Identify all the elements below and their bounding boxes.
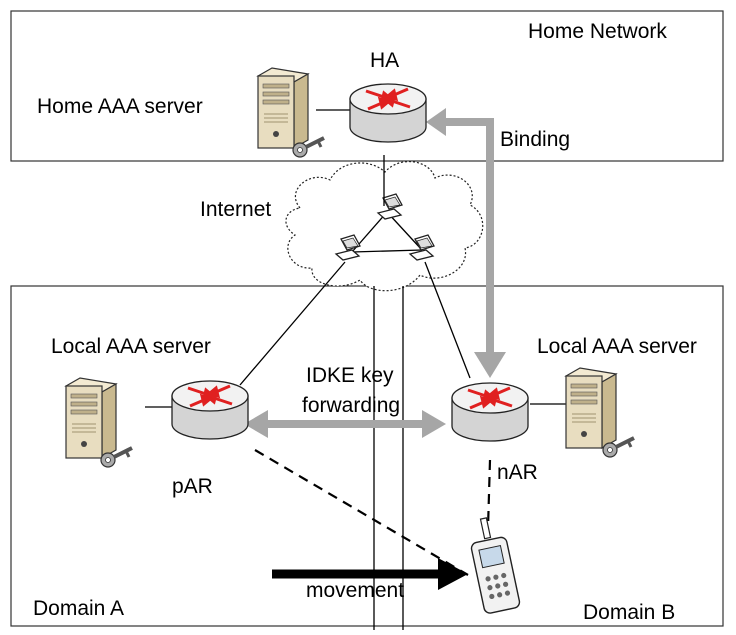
local-aaa-server-right-label: Local AAA server xyxy=(537,335,697,358)
mobile-phone-icon xyxy=(470,517,521,614)
idke-label-line1: IDKE key xyxy=(306,364,394,387)
nar-phone-dashed-link xyxy=(486,459,492,529)
local-aaa-server-left-icon xyxy=(65,377,117,459)
home-network-box xyxy=(10,10,724,162)
ha-label: HA xyxy=(370,49,400,72)
home-aaa-server-icon xyxy=(257,67,309,149)
home-network-label: Home Network xyxy=(528,20,667,43)
binding-label: Binding xyxy=(500,128,571,151)
internet-par-link xyxy=(239,261,346,386)
movement-arrow xyxy=(272,558,468,590)
local-aaa-server-left-label: Local AAA server xyxy=(51,335,211,358)
internet-nar-link xyxy=(424,261,471,379)
local-aaa-server-right-icon xyxy=(565,367,617,449)
ha-router-icon xyxy=(348,82,428,144)
nar-router-icon xyxy=(450,381,530,443)
cloud-icon xyxy=(285,160,484,292)
binding-arrow xyxy=(426,108,506,378)
domain-a-label: Domain A xyxy=(33,597,125,620)
home-aaa-server-label: Home AAA server xyxy=(37,95,203,118)
par-phone-dashed-link xyxy=(254,449,469,576)
idke-label-line2: forwarding xyxy=(302,394,401,417)
par-label: pAR xyxy=(172,475,213,498)
movement-label: movement xyxy=(306,579,405,602)
domain-b-label: Domain B xyxy=(583,601,676,624)
par-router-icon xyxy=(170,379,250,441)
nar-label: nAR xyxy=(497,461,538,484)
idke-forwarding-arrow xyxy=(244,410,446,438)
internet-label: Internet xyxy=(200,198,272,221)
internet-link xyxy=(351,249,423,253)
internet-link xyxy=(386,211,423,251)
